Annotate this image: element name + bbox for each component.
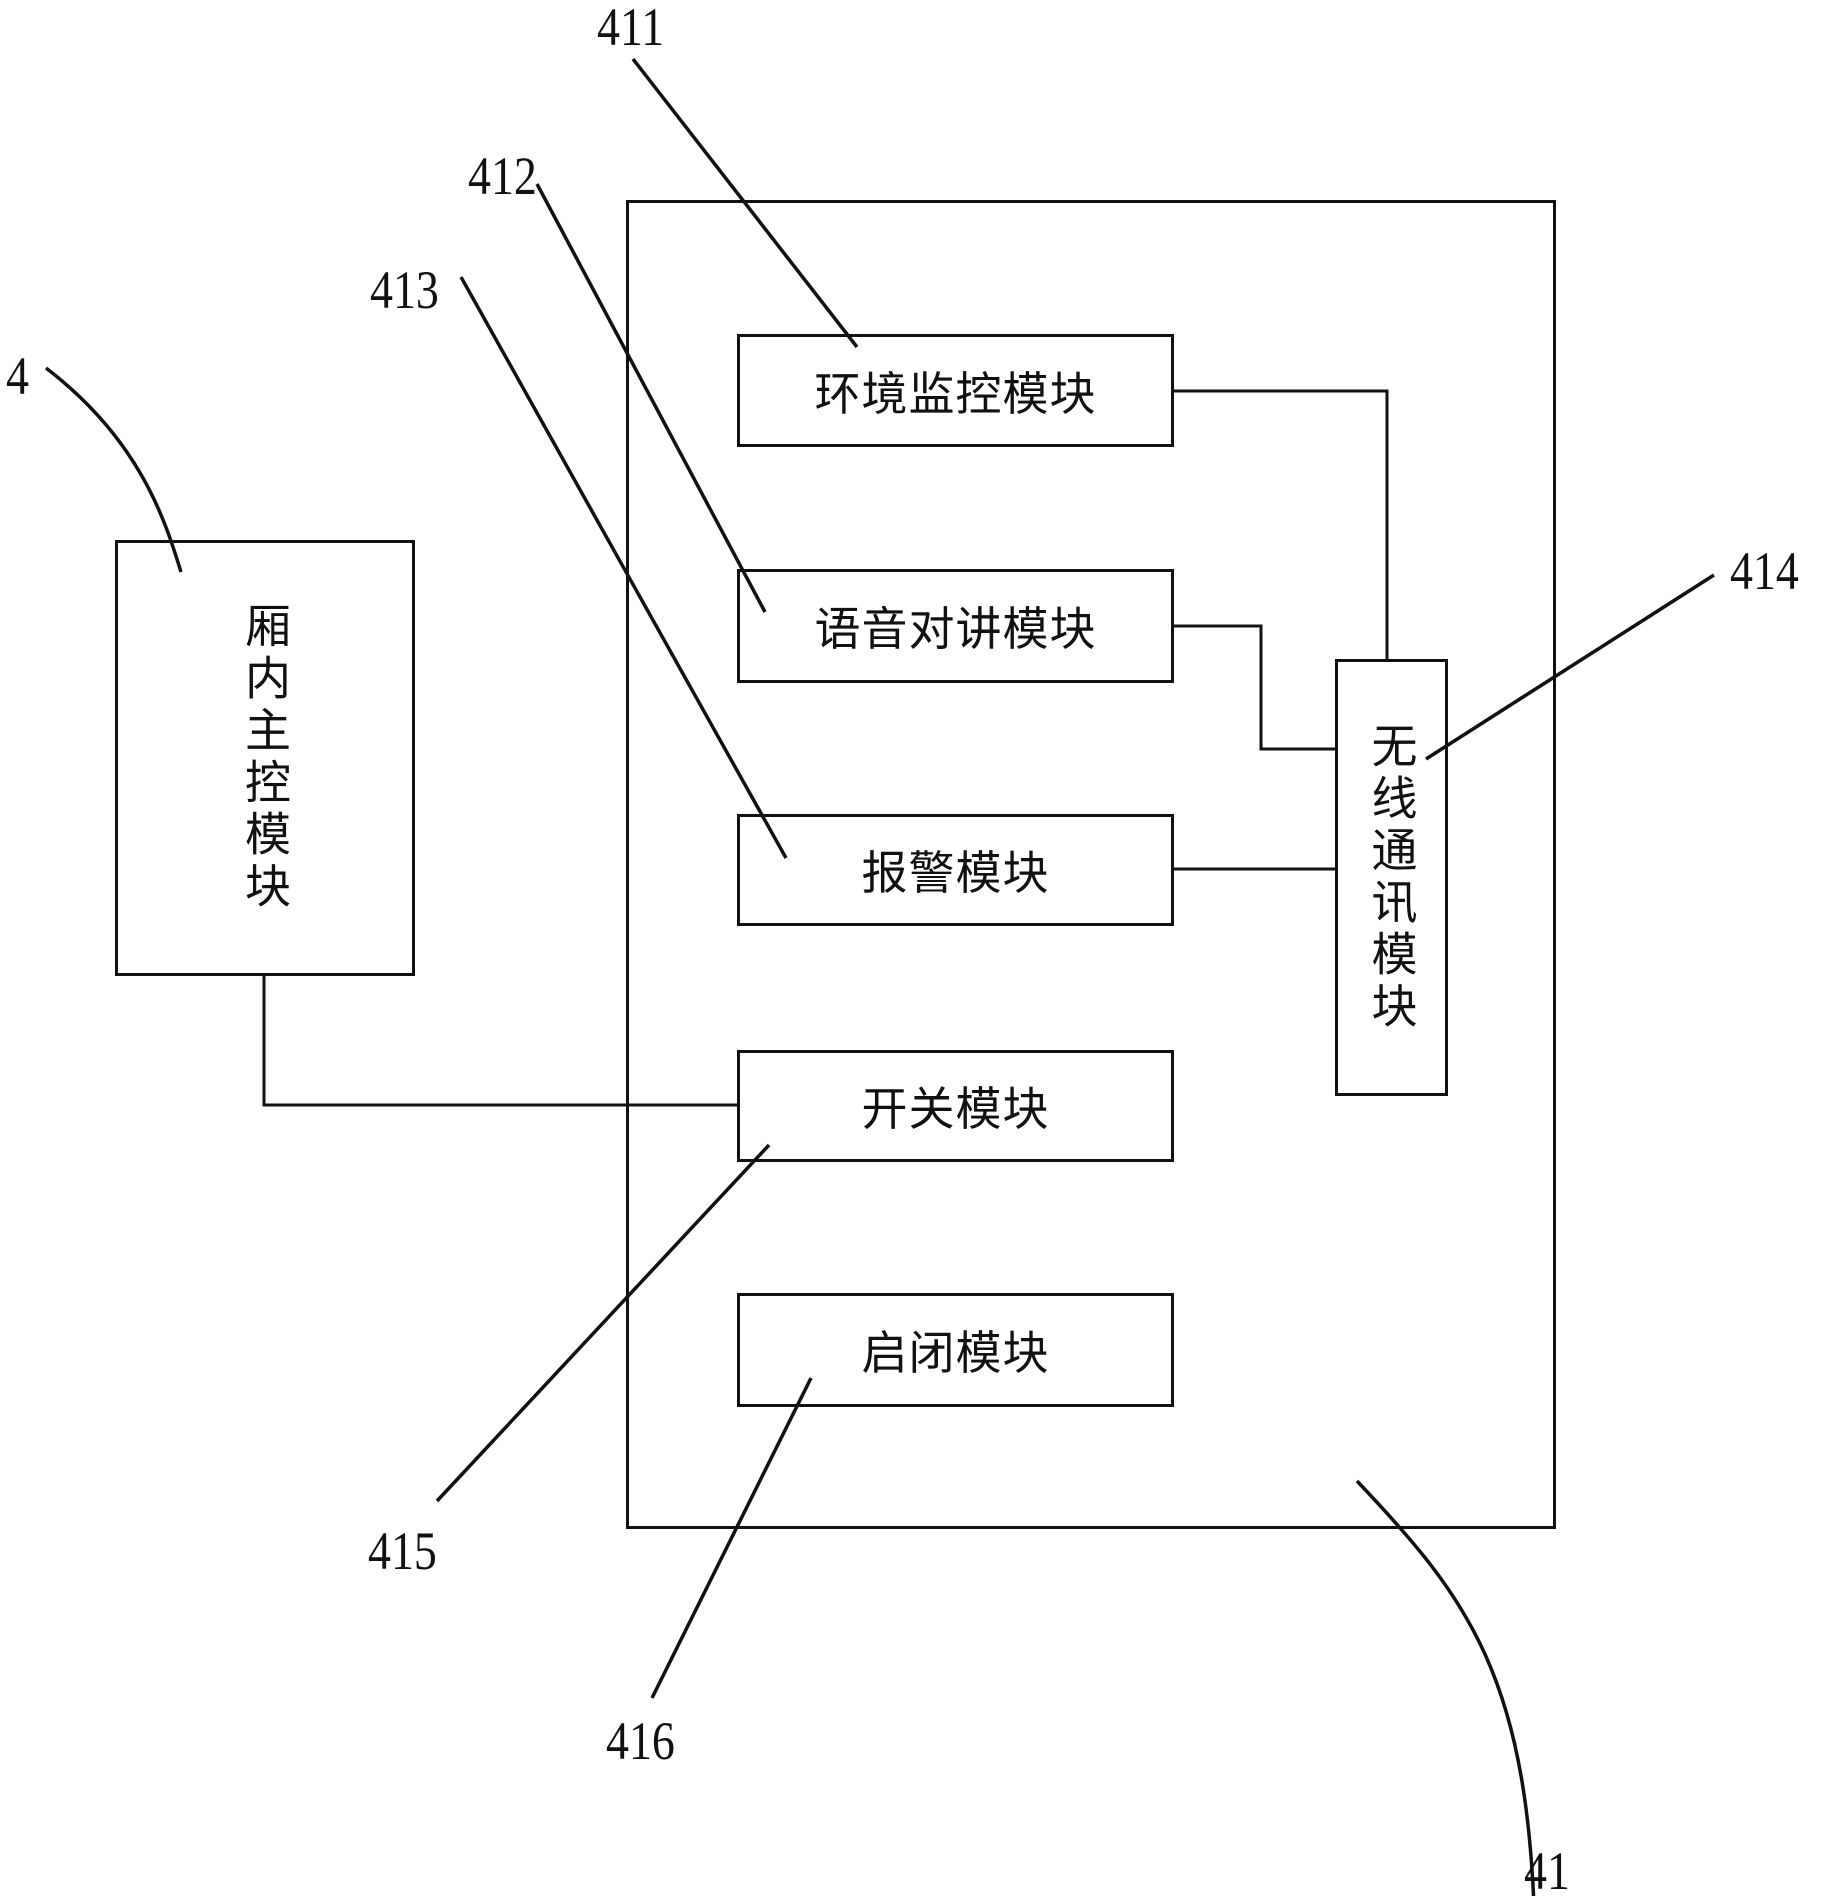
ref-41: 41 (1524, 1841, 1570, 1901)
outer-unit-box (626, 200, 1556, 1529)
leader-411 (631, 57, 859, 349)
module-label-411: 环境监控模块 (814, 366, 1097, 421)
module-box-411: 环境监控模块 (737, 334, 1174, 447)
module-label-416: 启闭模块 (861, 1326, 1050, 1380)
ref-414: 414 (1730, 541, 1799, 601)
module-box-412: 语音对讲模块 (737, 569, 1174, 683)
wireless-module-box: 无线通讯模块 (1335, 659, 1448, 1096)
leader-41 (1355, 1479, 1536, 1896)
module-label-415: 开关模块 (861, 1082, 1050, 1136)
connector-4-415 (262, 976, 737, 1107)
leader-4 (44, 366, 183, 573)
module-box-416: 启闭模块 (737, 1293, 1174, 1407)
main-control-module-label: 厢内主控模块 (238, 602, 292, 914)
leader-416 (650, 1377, 813, 1699)
main-control-module-box: 厢内主控模块 (115, 540, 415, 976)
leader-412 (535, 183, 767, 613)
ref-4: 4 (6, 346, 29, 406)
ref-412: 412 (468, 146, 537, 206)
module-box-415: 开关模块 (737, 1050, 1174, 1162)
ref-411: 411 (597, 0, 665, 57)
leader-414 (1425, 573, 1715, 761)
connector-412-414 (1174, 624, 1335, 751)
connector-411-414 (1174, 389, 1389, 659)
leader-415 (435, 1143, 771, 1503)
ref-416: 416 (606, 1711, 675, 1771)
leader-413 (459, 276, 788, 859)
ref-413: 413 (370, 260, 439, 320)
module-label-413: 报警模块 (861, 846, 1050, 900)
module-label-412: 语音对讲模块 (814, 602, 1097, 656)
module-box-413: 报警模块 (737, 814, 1174, 926)
ref-415: 415 (368, 1521, 437, 1581)
wireless-module-label: 无线通讯模块 (1364, 721, 1419, 1034)
